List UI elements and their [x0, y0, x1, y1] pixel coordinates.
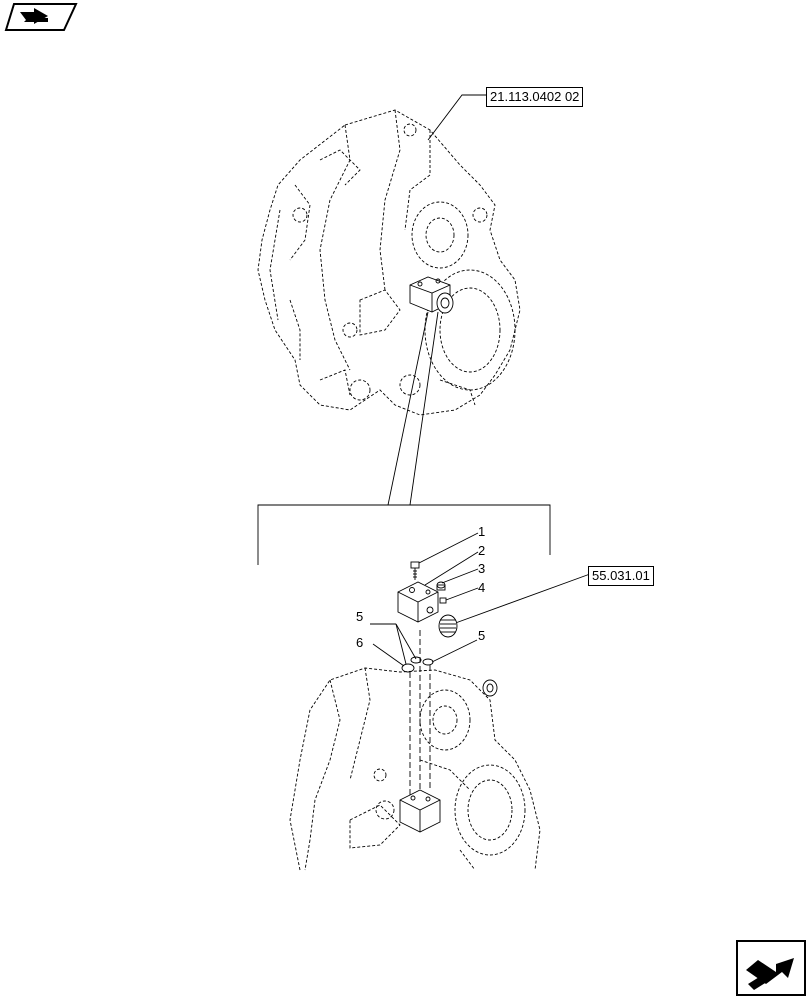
callout-3: 3 [478, 561, 486, 576]
page-forward-icon [736, 940, 806, 996]
callout-4: 4 [478, 580, 486, 595]
callout-5-left: 5 [356, 609, 364, 624]
part-2-valve-block [397, 581, 439, 623]
assembly-axis-lines [409, 630, 431, 795]
nav-back-button[interactable] [4, 2, 78, 32]
callout-leaders [370, 532, 479, 667]
nav-forward-button[interactable] [736, 940, 806, 996]
washer-lower [482, 679, 498, 697]
valve-block-lower [399, 789, 441, 833]
callout-5-right: 5 [478, 628, 486, 643]
ref-leader-lower [449, 573, 591, 626]
ref-leader-upper [427, 94, 486, 141]
callout-1: 1 [478, 524, 486, 539]
detail-leader-lines [257, 311, 551, 565]
part-3-fitting [436, 581, 446, 591]
valve-block-upper [409, 276, 454, 314]
reference-label-lower[interactable]: 55.031.01 [588, 566, 654, 586]
transmission-housing-lower [289, 667, 541, 871]
solenoid-part [438, 614, 458, 638]
page-back-icon [4, 3, 78, 31]
callout-2: 2 [478, 543, 486, 558]
part-5-6-seals [401, 656, 434, 673]
reference-label-upper[interactable]: 21.113.0402 02 [486, 87, 584, 107]
part-4-plug [439, 597, 447, 604]
callout-6: 6 [356, 635, 364, 650]
transmission-housing-upper [257, 109, 521, 416]
part-1-bolt [410, 561, 420, 580]
